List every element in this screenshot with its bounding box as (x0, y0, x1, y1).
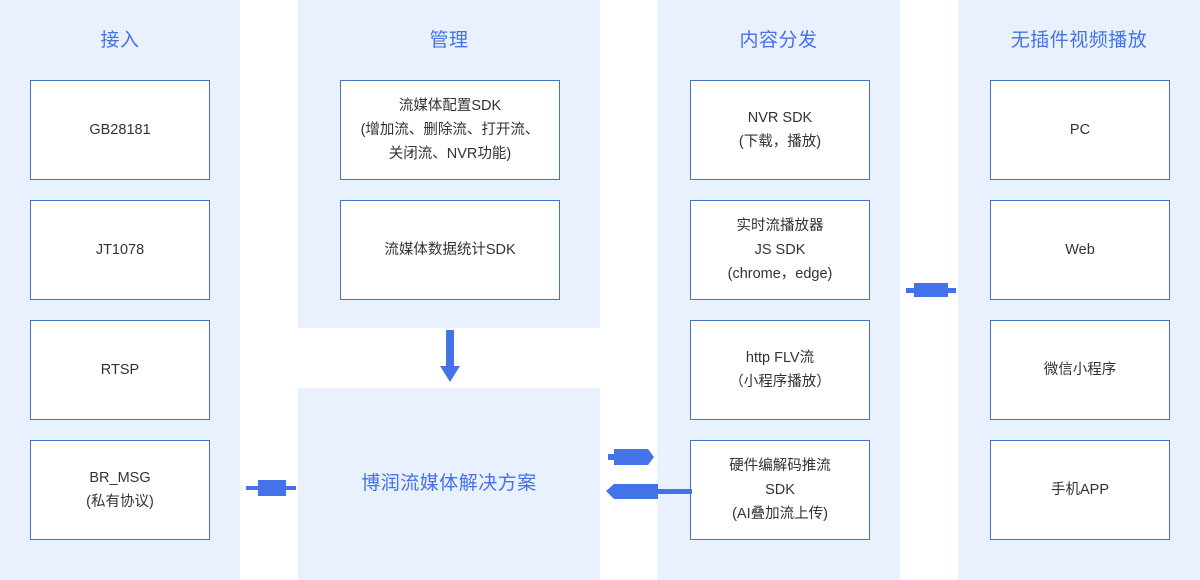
column-title-content-distribution: 内容分发 (739, 30, 818, 51)
arrow-distribution-to-playback (906, 278, 956, 302)
node-rtsp[interactable]: RTSP (30, 320, 210, 420)
node-line: 微信小程序 (1043, 362, 1117, 378)
node-realtime-player-js-sdk[interactable]: 实时流播放器 JS SDK (chrome，edge) (690, 200, 870, 300)
node-line: 手机APP (1050, 482, 1109, 498)
node-line: 流媒体数据统计SDK (384, 242, 516, 258)
node-line: （小程序播放） (729, 374, 831, 390)
node-pc[interactable]: PC (990, 80, 1170, 180)
node-br-msg[interactable]: BR_MSG (私有协议) (30, 440, 210, 540)
node-line: SDK (765, 482, 795, 498)
node-line: JS SDK (754, 242, 806, 258)
node-line: 关闭流、NVR功能) (388, 146, 512, 162)
node-line: PC (1069, 122, 1091, 138)
node-mobile-app[interactable]: 手机APP (990, 440, 1170, 540)
node-gb28181[interactable]: GB28181 (30, 80, 210, 180)
node-line: (私有协议) (86, 494, 154, 510)
node-line: NVR SDK (747, 110, 813, 126)
column-title-management: 管理 (429, 30, 469, 51)
node-line: 流媒体配置SDK (398, 98, 502, 114)
node-line: BR_MSG (89, 470, 151, 486)
node-line: 实时流播放器 (736, 218, 824, 234)
center-solution-label: 博润流媒体解决方案 (361, 473, 537, 494)
node-line: (下载，播放) (738, 134, 822, 150)
node-line: JT1078 (95, 242, 145, 258)
node-web[interactable]: Web (990, 200, 1170, 300)
node-line: (chrome，edge) (727, 266, 833, 282)
arrow-distribution-to-center (606, 480, 692, 502)
column-title-pluginless-playback: 无插件视频播放 (1010, 30, 1148, 51)
node-streaming-statistics-sdk[interactable]: 流媒体数据统计SDK (340, 200, 560, 300)
node-hardware-codec-push-sdk[interactable]: 硬件编解码推流 SDK (AI叠加流上传) (690, 440, 870, 540)
node-wechat-miniprogram[interactable]: 微信小程序 (990, 320, 1170, 420)
arrow-center-to-distribution (608, 446, 656, 468)
node-line: 硬件编解码推流 (729, 458, 831, 474)
center-solution-box[interactable]: 博润流媒体解决方案 (298, 388, 600, 580)
node-line: (增加流、删除流、打开流、 (360, 122, 540, 138)
node-streaming-config-sdk[interactable]: 流媒体配置SDK (增加流、删除流、打开流、 关闭流、NVR功能) (340, 80, 560, 180)
node-jt1078[interactable]: JT1078 (30, 200, 210, 300)
node-http-flv[interactable]: http FLV流 （小程序播放） (690, 320, 870, 420)
node-line: Web (1065, 242, 1095, 258)
arrow-management-to-center (436, 330, 464, 384)
column-title-access: 接入 (100, 30, 140, 51)
arrow-access-to-center (246, 475, 296, 501)
node-line: (AI叠加流上传) (732, 506, 828, 522)
node-line: RTSP (100, 362, 140, 378)
node-line: http FLV流 (745, 350, 815, 366)
node-line: GB28181 (89, 122, 151, 138)
node-nvr-sdk[interactable]: NVR SDK (下载，播放) (690, 80, 870, 180)
